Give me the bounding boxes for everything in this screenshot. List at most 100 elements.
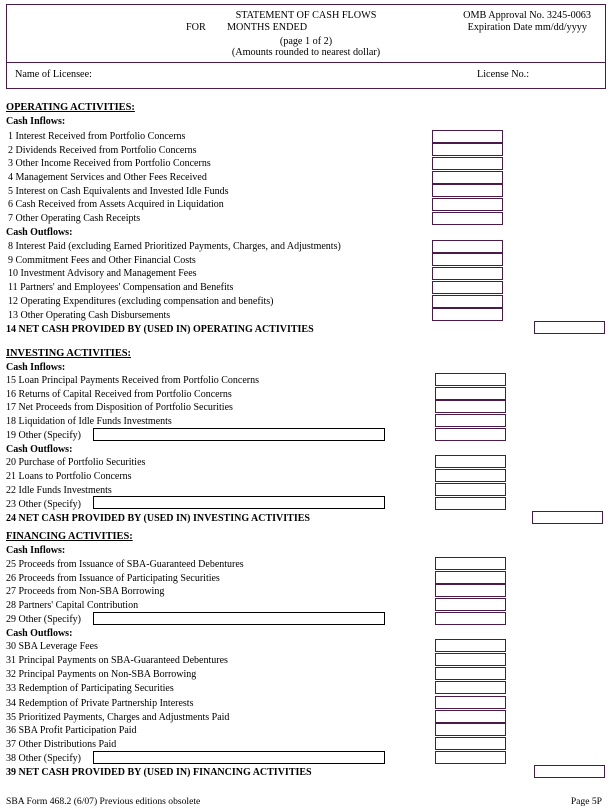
line-item: 21 Loans to Portfolio Concerns [6, 471, 132, 482]
rounding-note: (Amounts rounded to nearest dollar) [231, 47, 381, 58]
line-item: 36 SBA Profit Participation Paid [6, 725, 137, 736]
amount-field[interactable] [432, 253, 503, 266]
amount-field[interactable] [435, 598, 506, 611]
operating-total-label: 14 NET CASH PROVIDED BY (USED IN) OPERAT… [6, 324, 314, 335]
amount-field[interactable] [432, 308, 503, 321]
line-item: 6 Cash Received from Assets Acquired in … [8, 199, 224, 210]
amount-field[interactable] [432, 157, 503, 170]
amount-field[interactable] [432, 130, 503, 143]
line-item: 13 Other Operating Cash Disbursements [8, 310, 171, 321]
amount-field[interactable] [435, 400, 506, 413]
amount-field[interactable] [435, 497, 506, 510]
amount-field[interactable] [435, 696, 506, 709]
amount-field[interactable] [435, 387, 506, 400]
amount-field[interactable] [432, 267, 503, 280]
line-item: 20 Purchase of Portfolio Securities [6, 457, 146, 468]
page-number: Page 5P [570, 796, 602, 807]
line-item: 4 Management Services and Other Fees Rec… [8, 172, 207, 183]
line-item: 28 Partners' Capital Contribution [6, 600, 139, 611]
line-item: 19 Other (Specify) [6, 430, 81, 441]
other-specify-field[interactable] [93, 496, 385, 509]
amount-field[interactable] [435, 653, 506, 666]
amount-field[interactable] [435, 667, 506, 680]
amount-field[interactable] [435, 428, 506, 441]
licensee-row: Name of Licensee: License No.: [6, 62, 606, 89]
amount-field[interactable] [435, 751, 506, 764]
financing-inflows-label: Cash Inflows: [6, 545, 66, 556]
line-item: 1 Interest Received from Portfolio Conce… [8, 131, 186, 142]
line-item: 26 Proceeds from Issuance of Participati… [6, 573, 220, 584]
line-item: 35 Prioritized Payments, Charges and Adj… [6, 712, 230, 723]
amount-field[interactable] [432, 295, 503, 308]
license-number-label[interactable]: License No.: [477, 69, 530, 80]
line-item: 31 Principal Payments on SBA-Guaranteed … [6, 655, 228, 666]
amount-field[interactable] [432, 143, 503, 156]
line-item: 27 Proceeds from Non-SBA Borrowing [6, 586, 165, 597]
licensee-name-label[interactable]: Name of Licensee: [15, 69, 92, 80]
line-item: 30 SBA Leverage Fees [6, 641, 98, 652]
form-title: STATEMENT OF CASH FLOWS [235, 10, 377, 21]
amount-field[interactable] [435, 737, 506, 750]
line-item: 34 Redemption of Private Partnership Int… [6, 698, 194, 709]
financing-heading: FINANCING ACTIVITIES: [6, 531, 133, 542]
line-item: 12 Operating Expenditures (excluding com… [8, 296, 274, 307]
line-item: 17 Net Proceeds from Disposition of Port… [6, 402, 233, 413]
months-ended-label: MONTHS ENDED [227, 22, 308, 33]
amount-field[interactable] [435, 571, 506, 584]
line-item: 5 Interest on Cash Equivalents and Inves… [8, 186, 229, 197]
line-item: 25 Proceeds from Issuance of SBA-Guarant… [6, 559, 244, 570]
line-item: 15 Loan Principal Payments Received from… [6, 375, 260, 386]
expiration-date: Expiration Date mm/dd/yyyy [467, 22, 587, 33]
amount-field[interactable] [435, 584, 506, 597]
investing-outflows-label: Cash Outflows: [6, 444, 73, 455]
amount-field[interactable] [432, 212, 503, 225]
for-label: FOR [186, 22, 206, 33]
line-item: 32 Principal Payments on Non-SBA Borrowi… [6, 669, 197, 680]
line-item: 8 Interest Paid (excluding Earned Priori… [8, 241, 341, 252]
amount-field[interactable] [432, 171, 503, 184]
investing-total-field[interactable] [532, 511, 603, 524]
line-item: 7 Other Operating Cash Receipts [8, 213, 141, 224]
amount-field[interactable] [435, 612, 506, 625]
amount-field[interactable] [435, 483, 506, 496]
line-item: 23 Other (Specify) [6, 499, 81, 510]
other-specify-field[interactable] [93, 428, 385, 441]
other-specify-field[interactable] [93, 751, 385, 764]
operating-outflows-label: Cash Outflows: [6, 227, 73, 238]
amount-field[interactable] [435, 639, 506, 652]
amount-field[interactable] [435, 373, 506, 386]
amount-field[interactable] [432, 184, 503, 197]
amount-field[interactable] [435, 455, 506, 468]
financing-total-field[interactable] [534, 765, 605, 778]
amount-field[interactable] [435, 414, 506, 427]
line-item: 33 Redemption of Participating Securitie… [6, 683, 174, 694]
investing-heading: INVESTING ACTIVITIES: [6, 348, 132, 359]
operating-heading: OPERATING ACTIVITIES: [6, 102, 135, 113]
amount-field[interactable] [435, 557, 506, 570]
line-item: 11 Partners' and Employees' Compensation… [8, 282, 234, 293]
line-item: 3 Other Income Received from Portfolio C… [8, 158, 211, 169]
line-item: 2 Dividends Received from Portfolio Conc… [8, 145, 197, 156]
amount-field[interactable] [432, 281, 503, 294]
omb-approval: OMB Approval No. 3245-0063 [463, 10, 591, 21]
amount-field[interactable] [435, 469, 506, 482]
amount-field[interactable] [432, 198, 503, 211]
line-item: 22 Idle Funds Investments [6, 485, 112, 496]
amount-field[interactable] [435, 710, 506, 723]
line-item: 18 Liquidation of Idle Funds Investments [6, 416, 172, 427]
line-item: 38 Other (Specify) [6, 753, 81, 764]
investing-total-label: 24 NET CASH PROVIDED BY (USED IN) INVEST… [6, 513, 310, 524]
amount-field[interactable] [432, 240, 503, 253]
line-item: 9 Commitment Fees and Other Financial Co… [8, 255, 196, 266]
line-item: 10 Investment Advisory and Management Fe… [8, 268, 197, 279]
amount-field[interactable] [435, 723, 506, 736]
page-of-label: (page 1 of 2) [279, 36, 333, 47]
operating-total-field[interactable] [534, 321, 605, 334]
investing-inflows-label: Cash Inflows: [6, 362, 66, 373]
other-specify-field[interactable] [93, 612, 385, 625]
operating-inflows-label: Cash Inflows: [6, 116, 66, 127]
line-item: 16 Returns of Capital Received from Port… [6, 389, 232, 400]
form-number: SBA Form 468.2 (6/07) Previous editions … [6, 796, 201, 807]
financing-outflows-label: Cash Outflows: [6, 628, 73, 639]
amount-field[interactable] [435, 681, 506, 694]
